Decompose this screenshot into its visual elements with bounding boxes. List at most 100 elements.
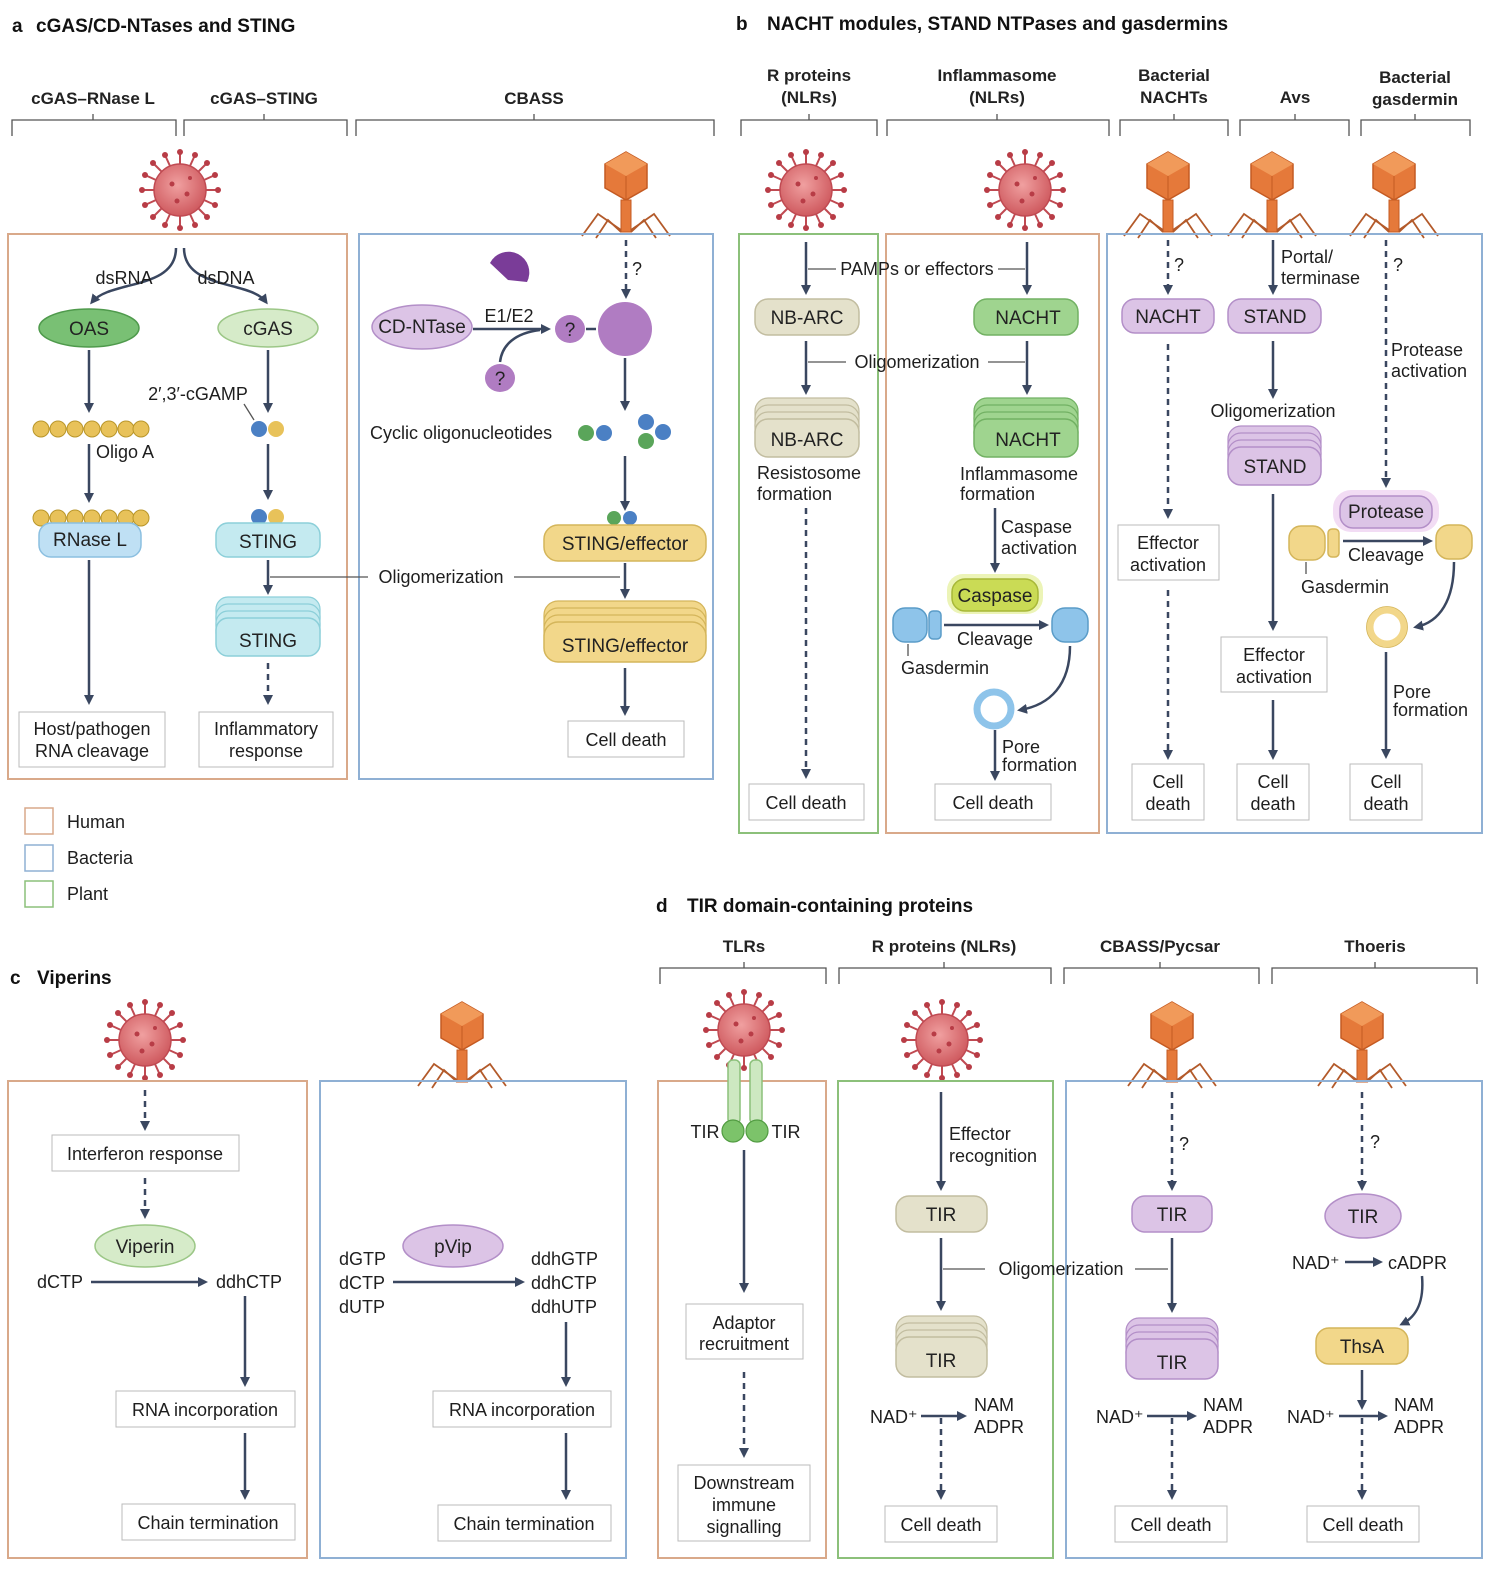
- oligo-a-chain: [32, 420, 150, 438]
- protease-label: Protease: [1348, 502, 1424, 523]
- host-rna-cleavage-box: [18, 711, 166, 768]
- e1e2-icon: [490, 251, 530, 282]
- ddhutp-label: ddhUTP: [531, 1297, 597, 1317]
- bracket-group-b: [740, 114, 1471, 136]
- human-box-d: [657, 1080, 827, 1559]
- tir-node-cbass: [1131, 1195, 1213, 1233]
- col-cbass: CBASS: [504, 89, 564, 108]
- cell-death-box-d-plant: [884, 1505, 998, 1543]
- protease-activation-2: activation: [1391, 361, 1467, 381]
- interferon-label: Interferon response: [67, 1144, 223, 1164]
- adpr-label-thoeris: ADPR: [1394, 1417, 1444, 1437]
- adaptor-label-2: recruitment: [699, 1334, 789, 1354]
- gasdermin-label-b1: Gasdermin: [901, 658, 989, 678]
- inflammasome-formation-1: Inflammasome: [960, 464, 1078, 484]
- bacteria-box-c: [319, 1080, 627, 1559]
- chain-termination-box-c1: [121, 1503, 296, 1541]
- phage-icon: [1127, 1001, 1217, 1089]
- col-bacterial-gasdermin-2: gasdermin: [1372, 90, 1458, 109]
- effector-activation-box-avs: [1220, 636, 1328, 693]
- cell-death-box-d-cbass: [1114, 1505, 1228, 1543]
- bg-question: ?: [1393, 255, 1403, 275]
- interferon-response-box: [51, 1134, 240, 1172]
- inflammatory-response-box: [198, 711, 334, 768]
- cleavage-label-b1: Cleavage: [957, 629, 1033, 649]
- cbass-d-question: ?: [1179, 1134, 1189, 1154]
- bacterial-gasdermin-full: [1288, 525, 1340, 561]
- sting-oligo-label: STING: [239, 631, 297, 652]
- bacteria-box-b: [1106, 233, 1483, 834]
- cell-death-box-bg: [1349, 763, 1423, 821]
- effector-recognition-2: recognition: [949, 1146, 1037, 1166]
- viperin-label: Viperin: [116, 1237, 175, 1258]
- cell-death-label-d-thoeris: Cell death: [1322, 1515, 1403, 1535]
- stand-oligomer: [1227, 425, 1322, 486]
- thoeris-question: ?: [1370, 1132, 1380, 1152]
- cbass-receptor-circle: [598, 302, 652, 356]
- pore-formation-bg-1: Pore: [1393, 682, 1431, 702]
- cgamp-label: 2′,3′-cGAMP: [148, 384, 248, 404]
- resistosome-label-1: Resistosome: [757, 463, 861, 483]
- phage-icon: [581, 151, 671, 239]
- col-r-proteins-1: R proteins: [767, 66, 851, 85]
- virus-icon: [103, 998, 187, 1082]
- portal-label-2: terminase: [1281, 268, 1360, 288]
- infl-label-2: response: [229, 741, 303, 761]
- adaptor-label-1: Adaptor: [712, 1313, 775, 1333]
- sting-effector-label: STING/effector: [562, 534, 689, 555]
- col-tlrs: TLRs: [723, 937, 766, 956]
- effector-recognition-1: Effector: [949, 1124, 1011, 1144]
- host-label-2: RNA cleavage: [35, 741, 149, 761]
- resistosome-label-2: formation: [757, 484, 832, 504]
- tlr-tir-label-left: TIR: [691, 1122, 720, 1142]
- eff-act-bn-1: Effector: [1137, 533, 1199, 553]
- plant-box-b: [738, 233, 879, 834]
- viperin-node: [94, 1224, 196, 1268]
- cell-label-bn: Cell: [1152, 772, 1183, 792]
- ddhctp-label-c1: ddhCTP: [216, 1272, 282, 1292]
- cell-label-bg: Cell: [1370, 772, 1401, 792]
- human-box-a: [7, 233, 348, 780]
- sting-label: STING: [239, 532, 297, 553]
- cell-death-label-rp: Cell death: [765, 793, 846, 813]
- col-inflammasome-1: Inflammasome: [937, 66, 1056, 85]
- tir-oligo-label-cbass: TIR: [1157, 1353, 1188, 1374]
- rna-incorporation-label-c2: RNA incorporation: [449, 1400, 595, 1420]
- portal-label-1: Portal/: [1281, 247, 1333, 267]
- tir-label-thoeris: TIR: [1348, 1207, 1379, 1228]
- bacterial-gasdermin-n-term: [1435, 524, 1473, 560]
- cdntase-node: [371, 304, 473, 350]
- eff-act-avs-2: activation: [1236, 667, 1312, 687]
- tir-node-plant: [895, 1195, 988, 1233]
- chain-termination-label-c2: Chain termination: [453, 1514, 594, 1534]
- legend-bacteria-swatch: [24, 844, 54, 872]
- col-bacterial-nachts-1: Bacterial: [1138, 66, 1210, 85]
- panel-b-letter: b: [736, 14, 748, 35]
- cell-death-label-d-cbass: Cell death: [1130, 1515, 1211, 1535]
- nbarc-oligomer: [754, 397, 860, 458]
- eff-act-avs-1: Effector: [1243, 645, 1305, 665]
- oligomerization-label-a: Oligomerization: [378, 567, 503, 587]
- thsa-node: [1315, 1327, 1409, 1365]
- panel-d-title: TIR domain-containing proteins: [687, 896, 973, 917]
- legend-bacteria-label: Bacteria: [67, 848, 134, 868]
- col-bacterial-gasdermin-1: Bacterial: [1379, 68, 1451, 87]
- bacteria-box-cbass: [358, 233, 714, 780]
- dgtp-label: dGTP: [339, 1249, 386, 1269]
- sting-node: [215, 522, 321, 558]
- chain-termination-label-c1: Chain termination: [137, 1513, 278, 1533]
- virus-icon: [764, 148, 848, 232]
- virus-icon: [702, 988, 786, 1072]
- sting-effector-node: [543, 524, 707, 562]
- col-avs: Avs: [1280, 88, 1311, 107]
- bacterial-nacht-label: NACHT: [1135, 307, 1201, 328]
- caspase-node: [951, 578, 1039, 612]
- col-r-proteins-d: R proteins (NLRs): [872, 937, 1017, 956]
- legend-plant-swatch: [24, 880, 54, 908]
- oligomerization-label-avs: Oligomerization: [1210, 401, 1335, 421]
- sting-effector-oligo-label: STING/effector: [562, 636, 689, 657]
- rna-incorporation-box-c2: [432, 1390, 612, 1428]
- cgas-label: cGAS: [243, 319, 293, 340]
- panel-c-title: Viperins: [37, 968, 112, 989]
